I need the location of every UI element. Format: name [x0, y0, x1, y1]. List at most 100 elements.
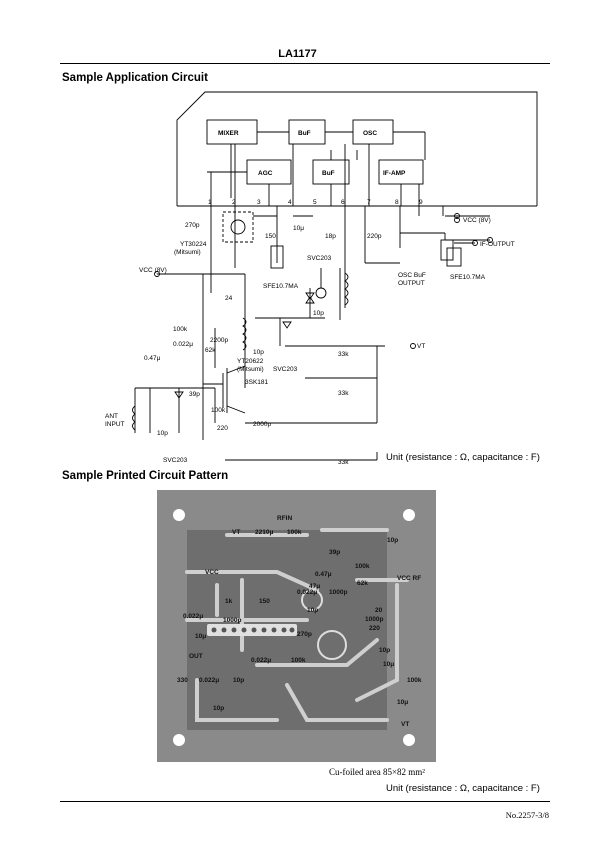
label-yt30224: YT30224: [180, 241, 207, 248]
pcb-label-r100k-c: 100k: [291, 657, 306, 664]
label-r33k-3: 33k: [338, 459, 349, 466]
pcb-label-c0022-d: 0.022μ: [199, 677, 219, 684]
label-vt: VT: [417, 343, 425, 350]
pcb-label-c1000p-b: 1000p: [223, 617, 241, 624]
pcb-label-c0022-b: 0.022μ: [183, 613, 203, 620]
label-r220: 220: [217, 425, 228, 432]
label-c10p-b: 10p: [253, 349, 264, 356]
label-c220p: 220p: [367, 233, 382, 240]
label-svc203-b: SVC203: [273, 366, 298, 373]
pcb-unit-note: Unit (resistance : Ω, capacitance : F): [386, 783, 540, 794]
pcb-label-c10u-b: 10μ: [383, 661, 394, 668]
app-circuit-heading: Sample Application Circuit: [62, 72, 208, 84]
label-r100k-b: 100k: [211, 407, 226, 414]
pcb-label-c0022-c: 0.022μ: [251, 657, 271, 664]
label-3sk181: 3SK181: [245, 379, 269, 386]
pcb-label-r100k-d: 100k: [407, 677, 422, 684]
pcb-label-r62k: 62k: [357, 580, 368, 587]
pcb-caption: Cu-foiled area 85×82 mm²: [329, 767, 425, 777]
label-vcc-left: VCC (8V): [139, 267, 167, 274]
pin-2-label: 2: [232, 199, 236, 206]
block-agc-label: AGC: [258, 170, 273, 177]
document-title: LA1177: [278, 48, 317, 60]
pcb-label-r100k-a: 100k: [287, 529, 302, 536]
label-r62k: 62k: [205, 347, 216, 354]
label-r33k-1: 33k: [338, 351, 349, 358]
pcb-label-out: OUT: [189, 653, 203, 660]
pcb-label-r220: 220: [369, 625, 380, 632]
pin-5-label: 5: [313, 199, 317, 206]
pin-3-label: 3: [257, 199, 261, 206]
label-c10p-a: 10p: [313, 310, 324, 317]
pin-8-label: 8: [395, 199, 399, 206]
pin-4-label: 4: [288, 199, 292, 206]
pcb-label-r1k: 1k: [225, 598, 233, 605]
block-osc-label: OSC: [363, 130, 377, 137]
block-buf-label: BuF: [298, 130, 311, 137]
pcb-label-r330: 330: [177, 677, 188, 684]
label-c270p: 270p: [185, 222, 200, 229]
pin-9-label: 9: [419, 199, 423, 206]
label-mitsumi-2: (Mitsumi): [237, 366, 264, 373]
block-ifamp-label: IF-AMP: [383, 170, 406, 177]
pcb-label-r100k-b: 100k: [355, 563, 370, 570]
label-if-output: IF-OUTPUT: [480, 241, 515, 248]
label-c2000p: 2000p: [253, 421, 271, 428]
pcb-label-c10u-c: 10μ: [397, 699, 408, 706]
label-svc203-c: SVC203: [163, 457, 188, 464]
pcb-label-c1000p-c: 1000p: [365, 616, 383, 623]
header-rule: [60, 63, 550, 64]
label-c10p-c: 10p: [157, 430, 168, 437]
pcb-label-vccrf: VCC RF: [397, 575, 421, 582]
pcb-label-c270p: 270p: [297, 631, 312, 638]
page-number: No.2257-3/8: [505, 810, 549, 820]
footer-rule: [60, 801, 550, 802]
label-c10u: 10μ: [293, 225, 304, 232]
label-c0022: 0.022μ: [173, 341, 193, 348]
pcb-label-vt: VT: [232, 529, 240, 536]
label-osc-buf: OSC BuF: [398, 272, 426, 279]
label-r150: 150: [265, 233, 276, 240]
pcb-label-c10u-a: 10μ: [195, 633, 206, 640]
pcb-label-vt2: VT: [401, 721, 409, 728]
pcb-label-vcc: VCC: [205, 569, 219, 576]
pcb-label-c2210u: 2210μ: [255, 529, 273, 536]
circuit-unit-note: Unit (resistance : Ω, capacitance : F): [386, 452, 540, 463]
label-input: INPUT: [105, 421, 125, 428]
pcb-label-c1000p-a: 1000p: [329, 589, 347, 596]
pcb-label-c10p-a: 10p: [387, 537, 398, 544]
pcb-heading: Sample Printed Circuit Pattern: [62, 470, 229, 482]
pin-7-label: 7: [367, 199, 371, 206]
label-r100k-a: 100k: [173, 326, 188, 333]
label-c39p: 39p: [189, 391, 200, 398]
label-r33k-2: 33k: [338, 390, 349, 397]
pcb-label-c10p-e: 10p: [379, 647, 390, 654]
pcb-label-rfin: RFIN: [277, 515, 292, 522]
block-mixer-label: MIXER: [218, 130, 239, 137]
application-circuit-schematic: MIXER BuF OSC AGC BuF IF-AMP 1 2 3 4 5 6…: [105, 91, 538, 466]
pcb-label-c47u: 47μ: [309, 583, 320, 590]
pcb-label-c10p-d: 10p: [213, 705, 224, 712]
printed-circuit-pattern: VT RFIN 2210μ 100k 10p 39p VCC 100k 0.47…: [157, 490, 436, 762]
pcb-label-c0022-a: 0.022μ: [297, 589, 317, 596]
label-c18p: 18p: [325, 233, 336, 240]
block-buf2-label: BuF: [322, 170, 335, 177]
pcb-label-c10p-b: 10p: [307, 607, 318, 614]
pcb-label-c047: 0.47μ: [315, 571, 332, 578]
pcb-label-c10p-c: 10p: [233, 677, 244, 684]
pin-1-label: 1: [208, 199, 212, 206]
label-vcc-right: VCC (8V): [463, 217, 491, 224]
label-sfe-mid: SFE10.7MA: [263, 283, 299, 290]
pcb-label-c39p: 39p: [329, 549, 340, 556]
label-ant: ANT: [105, 413, 118, 420]
label-l24: 24: [225, 295, 233, 302]
label-c2200p: 2200p: [210, 337, 228, 344]
pin-6-label: 6: [341, 199, 345, 206]
pcb-label-c20: 20: [375, 607, 383, 614]
label-sfe-right: SFE10.7MA: [450, 274, 486, 281]
label-c047: 0.47μ: [144, 355, 161, 362]
label-yt20622: YT20622: [237, 358, 264, 365]
label-output: OUTPUT: [398, 280, 425, 287]
label-svc203-a: SVC203: [307, 255, 332, 262]
pcb-label-r150: 150: [259, 598, 270, 605]
